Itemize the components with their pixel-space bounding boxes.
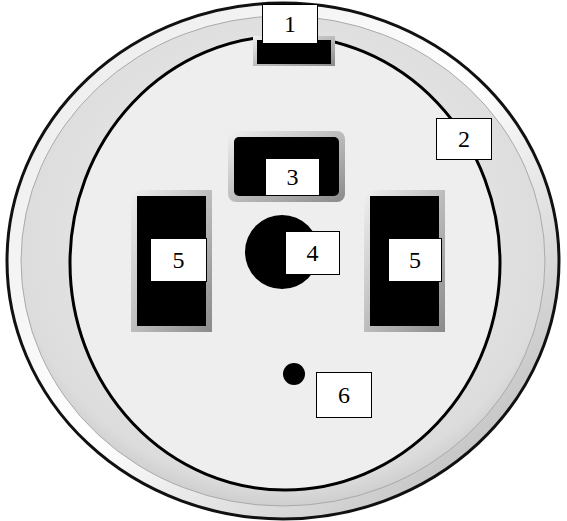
pin-slot-frame: [364, 190, 445, 332]
earth-slot: [234, 137, 339, 196]
callout-number: 5: [150, 238, 207, 282]
inner-face: [70, 36, 500, 490]
callout-number: 6: [316, 372, 372, 418]
socket-body: [21, 16, 545, 506]
small-hole: [283, 363, 305, 385]
callout-number: 5: [388, 238, 442, 282]
outer-rim: [7, 3, 559, 519]
callout-number: 2: [436, 118, 492, 160]
callout-number: 1: [262, 4, 318, 44]
callout-number: 4: [285, 231, 340, 275]
earth-slot-frame: [228, 131, 345, 202]
pin-slot-frame: [131, 190, 212, 332]
pin-slot: [137, 196, 206, 326]
callout-number: 3: [265, 158, 320, 196]
